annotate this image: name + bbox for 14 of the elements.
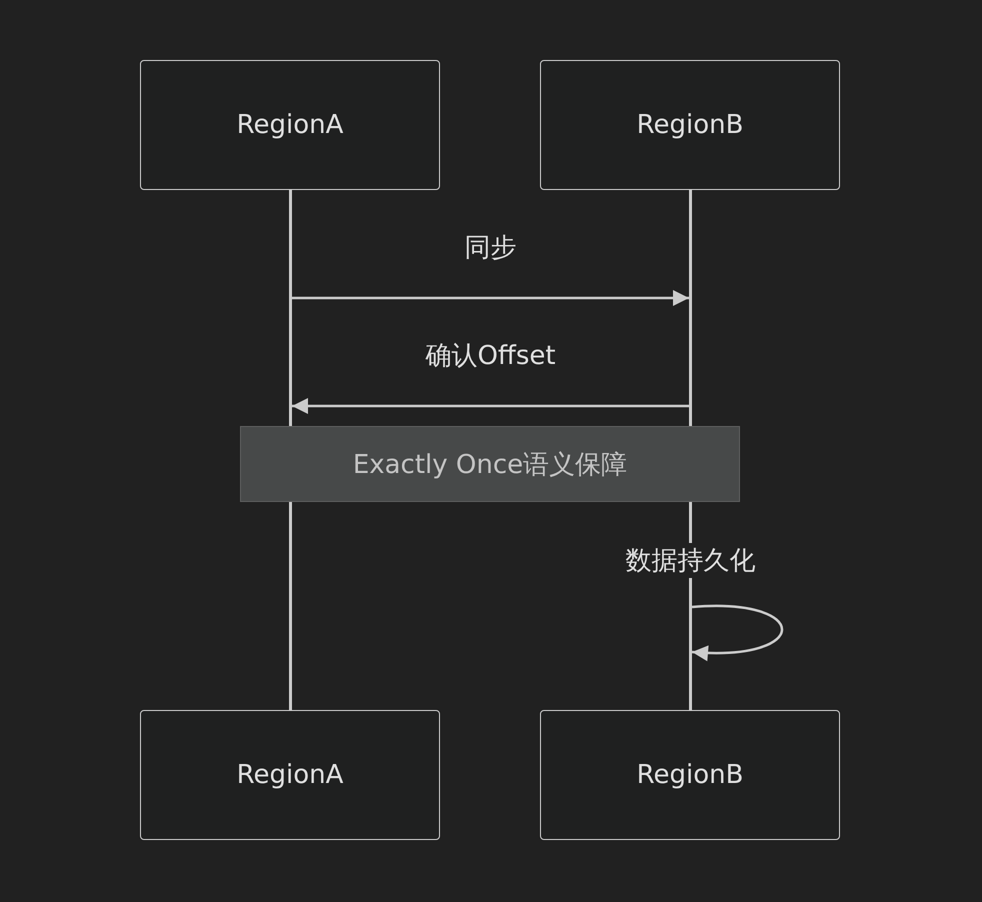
note-text: Exactly Once语义保障	[352, 448, 628, 482]
participant-name: RegionB	[636, 760, 744, 790]
message-arrow	[292, 398, 689, 414]
participant-box	[540, 710, 840, 840]
participant-box	[140, 60, 440, 190]
participant-box	[540, 60, 840, 190]
participant-name: RegionB	[636, 110, 744, 140]
participant-box	[140, 710, 440, 840]
participant-name: RegionA	[236, 760, 344, 790]
note-box	[240, 426, 740, 502]
participant-name: RegionA	[236, 110, 344, 140]
self-arrow	[692, 604, 783, 661]
edge-label: 数据持久化	[624, 543, 758, 578]
message-arrow	[292, 290, 689, 306]
